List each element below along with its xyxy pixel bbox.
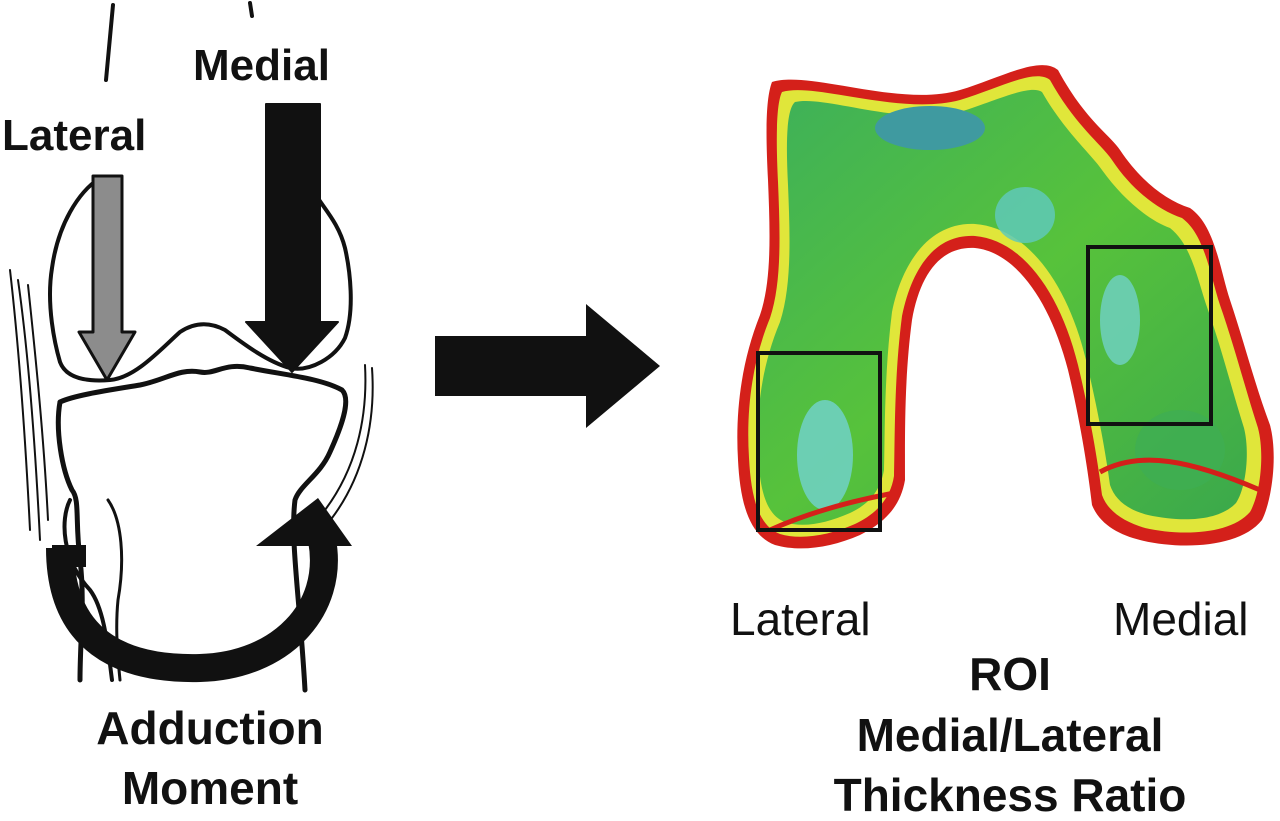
right-lateral-label: Lateral — [730, 593, 871, 645]
teal-patch-trochlea — [875, 106, 985, 150]
adduction-arrowhead — [256, 498, 352, 546]
roi-box-lateral — [756, 351, 882, 532]
teal-patch-lateral — [797, 400, 853, 510]
teal-patch-medial — [1100, 275, 1140, 365]
ligament-line-right-1 — [324, 364, 367, 511]
moment-label: Moment — [121, 762, 299, 814]
medial-lateral-label: Medial/Lateral — [856, 709, 1164, 761]
ligament-line-right-2 — [331, 367, 374, 519]
ligament-line-left-1 — [9, 269, 31, 531]
lateral-load-arrow — [77, 174, 137, 382]
medial-load-arrow — [245, 103, 339, 373]
adduction-label: Adduction — [96, 702, 324, 754]
roi-label: ROI — [969, 648, 1051, 700]
medial-condyle-edge — [1098, 457, 1261, 493]
ligament-line-left-3 — [27, 284, 49, 521]
ligament-line-left-2 — [17, 279, 41, 541]
cartilage-thickness-map — [737, 65, 1274, 549]
right-medial-label: Medial — [1113, 593, 1249, 645]
femur-shaft-line-right — [248, 1, 254, 18]
transition-arrow — [435, 304, 660, 428]
knee-schematic — [9, 1, 374, 693]
femur-shaft-line-left — [104, 3, 115, 82]
thickness-ratio-label: Thickness Ratio — [833, 769, 1187, 821]
adduction-moment-arrow — [46, 537, 338, 683]
teal-patch-center — [995, 187, 1055, 243]
lateral-condyle-edge — [768, 489, 901, 533]
roi-box-medial — [1086, 245, 1213, 426]
left-medial-label: Medial — [193, 41, 330, 90]
adduction-arrow-tail — [52, 545, 86, 567]
femur-outline — [48, 176, 353, 383]
tibia-outline — [57, 364, 349, 693]
left-lateral-label: Lateral — [2, 111, 147, 160]
